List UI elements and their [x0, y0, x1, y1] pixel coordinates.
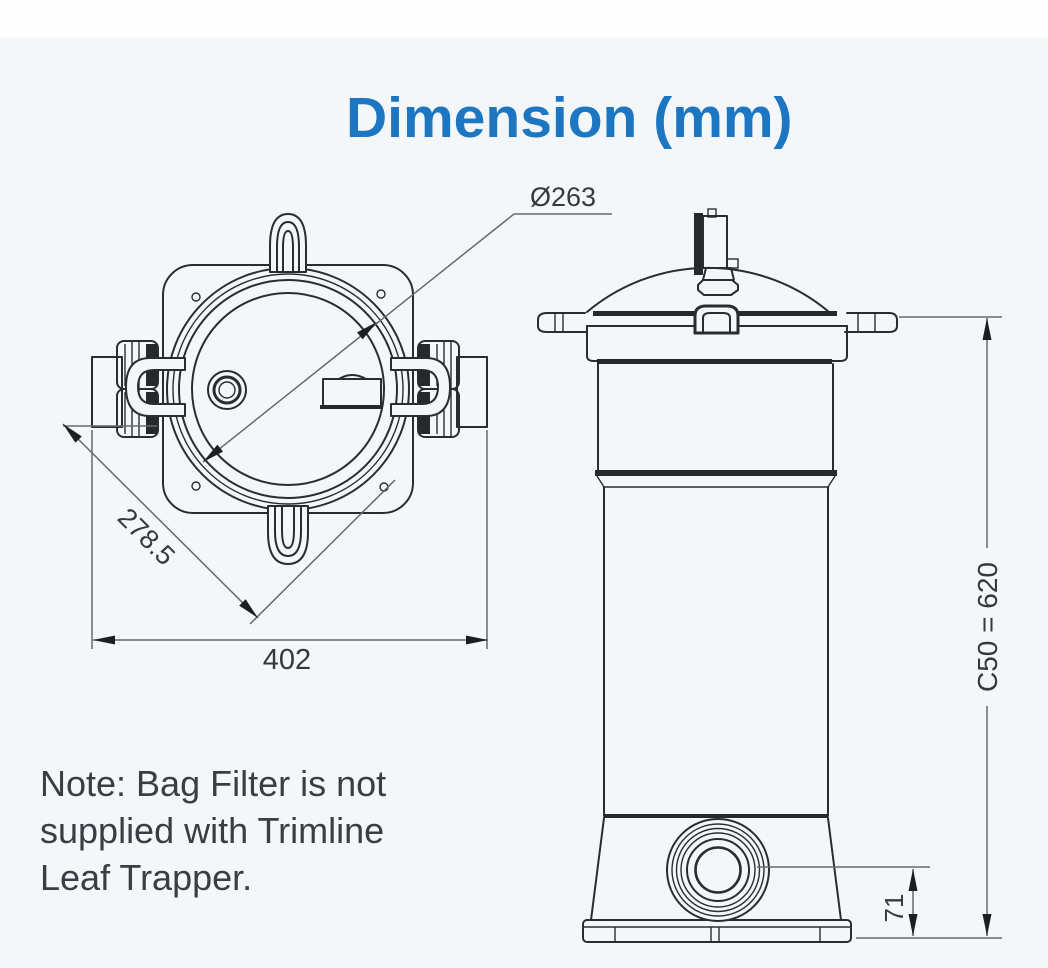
screw-hole	[191, 481, 201, 491]
dim-lid-diameter-label: Ø263	[530, 182, 596, 212]
top-margin-strip	[0, 0, 1048, 38]
page-title: Dimension (mm)	[346, 86, 793, 150]
right-mounting-tab	[844, 312, 898, 333]
clamp-ring-mid	[172, 273, 404, 505]
right-pipe-stub	[456, 356, 488, 428]
dim-width-label: 402	[263, 644, 311, 676]
dim-width: 402	[91, 430, 488, 676]
base-flare-left	[590, 817, 605, 921]
left-pipe-stub	[91, 356, 123, 428]
screw-hole	[379, 482, 389, 492]
lid-stem	[694, 208, 739, 296]
lid-edge	[191, 292, 385, 486]
left-mounting-tab	[537, 312, 588, 333]
base-joint-line	[604, 814, 828, 818]
body-joint-ring	[595, 470, 837, 476]
dim-diagonal: 278.5	[62, 423, 396, 625]
bottom-latch-loop	[267, 505, 309, 565]
dim-port-height-label: 71	[879, 894, 909, 923]
dim-diagonal-label: 278.5	[112, 502, 181, 571]
note-line-3: Leaf Trapper.	[40, 857, 253, 898]
air-relief-fitting	[207, 370, 247, 410]
dome-lid	[586, 266, 830, 313]
clamp-band	[586, 304, 848, 364]
base-flare-right	[827, 817, 842, 921]
side-view	[537, 208, 898, 943]
note-line-1: Note: Bag Filter is not	[40, 763, 387, 804]
screw-hole	[376, 289, 386, 299]
dim-overall-height: C50 = 620	[856, 316, 1003, 939]
dim-overall-height-label: C50 = 620	[972, 562, 1003, 692]
note-line-2: supplied with Trimline	[40, 810, 385, 851]
screw-hole	[191, 292, 201, 302]
top-latch-loop	[269, 213, 307, 273]
dim-port-height: 71	[757, 866, 930, 936]
clamp-ring-inner	[178, 279, 398, 499]
right-latch-hook	[390, 357, 451, 417]
top-view	[91, 213, 488, 565]
dim-lid-diameter: Ø263	[202, 182, 612, 463]
left-latch-hook	[125, 357, 186, 417]
drain-port	[666, 818, 770, 922]
note: Note: Bag Filter is not supplied with Tr…	[40, 760, 386, 901]
band-latch	[693, 304, 740, 335]
base-plate	[582, 919, 852, 943]
sight-glass	[320, 374, 383, 409]
